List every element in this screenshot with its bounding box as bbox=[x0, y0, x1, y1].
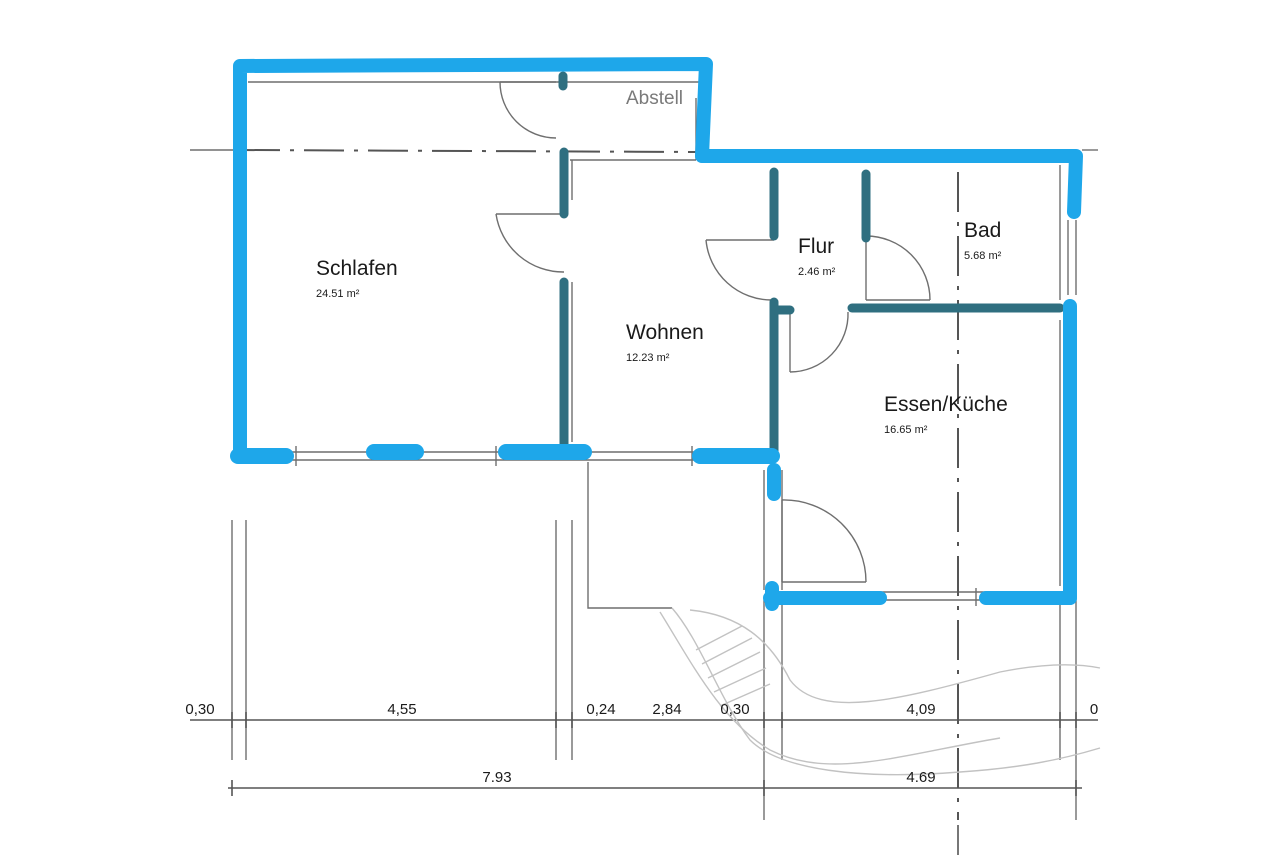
room-area-bad: 5.68 m² bbox=[964, 250, 1002, 262]
room-name-schlafen: Schlafen bbox=[316, 257, 398, 280]
room-area-kueche: 16.65 m² bbox=[884, 424, 928, 436]
room-name-abstell: Abstell bbox=[626, 88, 683, 109]
room-area-schlafen: 24.51 m² bbox=[316, 288, 360, 300]
dimension-label: 4,55 bbox=[387, 701, 416, 718]
dimension-label: 0,30 bbox=[185, 701, 214, 718]
exterior-walls bbox=[230, 57, 1083, 611]
interior-walls bbox=[558, 71, 1065, 463]
room-area-wohnen: 12.23 m² bbox=[626, 352, 670, 364]
dimension-labels: 0,30 4,55 0,24 2,84 0,30 4,09 0 7.93 4.6… bbox=[185, 701, 1098, 786]
doors bbox=[495, 81, 931, 583]
dimension-label: 0,30 bbox=[720, 701, 749, 718]
dimension-label: 0,24 bbox=[586, 701, 615, 718]
room-name-kueche: Essen/Küche bbox=[884, 393, 1008, 416]
room-labels: Abstell Schlafen 24.51 m² Wohnen 12.23 m… bbox=[316, 88, 1008, 436]
room-name-bad: Bad bbox=[964, 219, 1001, 242]
room-name-wohnen: Wohnen bbox=[626, 321, 704, 344]
dimension-label: 2,84 bbox=[652, 701, 681, 718]
dimension-label: 4.69 bbox=[906, 769, 935, 786]
exterior-wall-main bbox=[233, 57, 1083, 461]
stairs bbox=[659, 607, 1101, 776]
base-linework bbox=[190, 81, 1098, 855]
room-name-flur: Flur bbox=[798, 235, 834, 258]
room-area-flur: 2.46 m² bbox=[798, 266, 836, 278]
dimension-label: 7.93 bbox=[482, 769, 511, 786]
dimension-label: 0 bbox=[1090, 701, 1098, 718]
dimension-label: 4,09 bbox=[906, 701, 935, 718]
